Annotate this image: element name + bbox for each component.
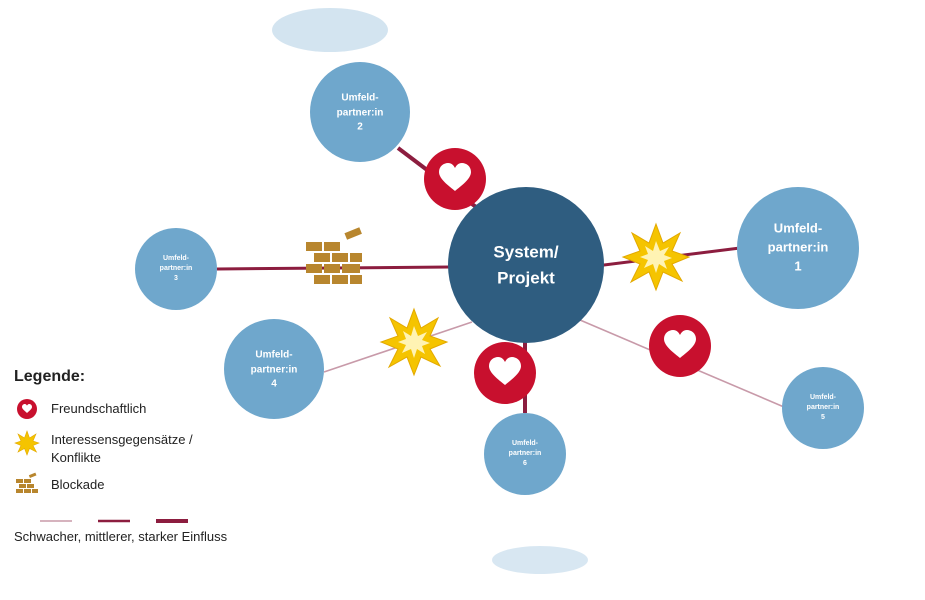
partner-label-line: Umfeld- [341, 92, 379, 104]
partner-label-line: partner:in [767, 239, 829, 255]
partner-label-1: Umfeld- partner:in 1 [768, 220, 829, 277]
partner-node-1 [737, 187, 859, 309]
partner-label-3: Umfeld- partner:in 3 [160, 254, 193, 284]
partner-label-line: partner:in [159, 264, 193, 272]
brick-wall-icon [306, 227, 362, 284]
partner-label-4: Umfeld- partner:in 4 [251, 348, 298, 392]
partner-label-line: Umfeld- [162, 254, 190, 262]
legend-title: Legende: [14, 368, 86, 385]
center-label-line2: Projekt [497, 269, 555, 288]
legend-heart-icon [17, 399, 37, 419]
partner-label-number: 4 [271, 378, 277, 390]
conflict-burst-icon [379, 307, 449, 377]
partner-node-2 [310, 62, 410, 162]
partner-label-2: Umfeld- partner:in 2 [337, 91, 384, 135]
legend-blockade-label: Blockade [51, 477, 105, 492]
center-node [448, 187, 604, 343]
legend-influence-label: Schwacher, mittlerer, starker Einfluss [14, 529, 228, 544]
partner-label-line: Umfeld- [255, 349, 293, 361]
heart-icon [474, 342, 536, 404]
partner-label-number: 5 [821, 414, 825, 422]
legend-brick-wall-icon [16, 472, 38, 493]
partner-label-line: partner:in [508, 449, 542, 457]
heart-icon [649, 315, 711, 377]
legend-conflict-label: Interessensgegensätze / Konflikte [51, 431, 193, 467]
partner-label-line: partner:in [806, 403, 840, 411]
partner-label-6: Umfeld- partner:in 6 [509, 439, 542, 469]
partner-label-line: Umfeld- [511, 439, 539, 447]
conflict-burst-icon [621, 222, 691, 292]
legend-conflict-line2: Konflikte [51, 450, 101, 465]
partner-label-number: 3 [174, 275, 178, 283]
partner-node-3 [135, 228, 217, 310]
partner-label-line: partner:in [336, 106, 384, 118]
partner-label-line: Umfeld- [809, 393, 837, 401]
partner-label-number: 1 [794, 258, 802, 274]
heart-icon [424, 148, 486, 210]
background-blob-bottom [492, 546, 588, 574]
partner-node-5 [782, 367, 864, 449]
partner-label-number: 2 [357, 121, 363, 133]
background-blob-top [272, 8, 388, 52]
legend-conflict-burst-icon [14, 430, 40, 456]
partner-label-5: Umfeld- partner:in 5 [807, 393, 840, 423]
legend-friendly-label: Freundschaftlich [51, 401, 147, 416]
partner-label-line: Umfeld- [773, 220, 823, 236]
partner-label-line: partner:in [250, 363, 298, 375]
partner-node-6 [484, 413, 566, 495]
partner-node-4 [224, 319, 324, 419]
center-node-label: System/ Projekt [493, 240, 558, 293]
legend-conflict-line1: Interessensgegensätze / [51, 432, 193, 447]
center-label-line1: System/ [493, 242, 559, 262]
partner-label-number: 6 [523, 460, 527, 468]
